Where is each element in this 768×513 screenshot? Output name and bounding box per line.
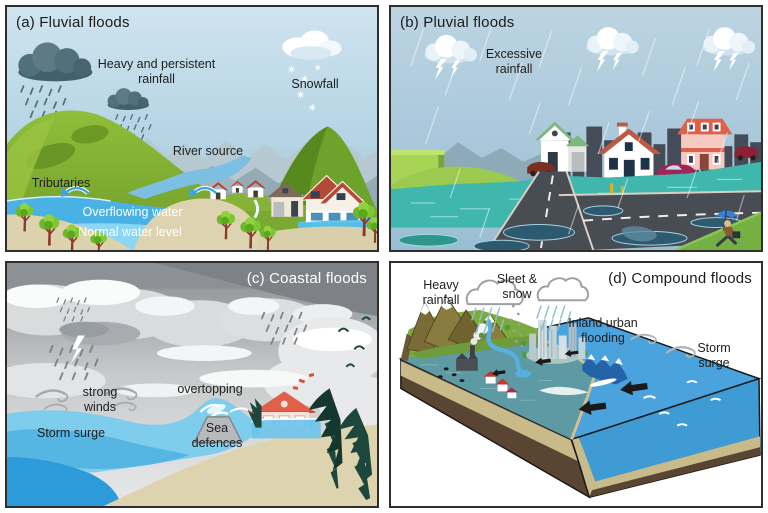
label-river-source: River source — [172, 144, 244, 158]
label-overflowing-water: Overflowing water — [82, 205, 183, 219]
water-spout — [253, 199, 260, 219]
label-inland-urban-flooding: Inland urban flooding — [568, 316, 638, 345]
flood-over-house — [251, 418, 321, 439]
house-icon — [596, 122, 662, 180]
large-house — [299, 174, 368, 223]
label-tributaries: Tributaries — [31, 176, 91, 190]
panel-title-compound: (d) Compound floods — [608, 270, 752, 287]
compound-illustration — [391, 263, 761, 506]
bent-conifer-icon — [247, 388, 373, 501]
rain-streak-icon — [410, 23, 750, 238]
cow-icon — [437, 367, 465, 383]
panel-title-coastal: (c) Coastal floods — [246, 270, 367, 287]
ocean-crests — [539, 380, 722, 427]
splash — [229, 407, 249, 413]
beach-sand — [103, 424, 377, 506]
mid-house — [267, 182, 304, 217]
river — [127, 155, 252, 200]
sky-dark-corner — [155, 263, 377, 316]
bird-icon — [337, 316, 371, 368]
outlined-cloud-icon — [465, 277, 590, 306]
label-heavy-rainfall: Heavy rainfall — [422, 278, 460, 307]
coastal-illustration — [7, 263, 377, 506]
panel-compound-floods: (d) Compound floods Heavy rainfall Sleet… — [389, 261, 763, 508]
sand-right — [258, 226, 377, 250]
label-sea-defences: Sea defences — [191, 421, 243, 450]
label-storm-surge-compound: Storm surge — [697, 341, 731, 370]
sleet-icon — [509, 304, 524, 348]
label-overtopping: overtopping — [177, 382, 243, 396]
panel-fluvial-floods: (a) Fluvial floods Heavy and persistent … — [5, 5, 379, 252]
panel-pluvial-floods: (b) Pluvial floods Excessive rainfall — [389, 5, 763, 252]
grass-edge — [674, 211, 761, 250]
pluvial-illustration — [391, 7, 761, 250]
sea-water — [7, 398, 315, 506]
land-mountains — [400, 295, 549, 361]
houses — [535, 118, 733, 180]
lightning-icon — [70, 335, 85, 365]
rain-streak-icon — [471, 305, 572, 335]
label-excessive-rainfall: Excessive rainfall — [485, 47, 543, 76]
bollard — [610, 183, 625, 197]
label-strong-winds: strong winds — [82, 385, 118, 414]
puddles — [398, 205, 743, 250]
house-icon — [677, 118, 733, 170]
panel-title-pluvial: (b) Pluvial floods — [400, 14, 515, 31]
overflow-arrow-icon — [61, 185, 218, 198]
umbrella-person-icon — [713, 208, 741, 247]
panel-title-fluvial: (a) Fluvial floods — [16, 14, 130, 31]
label-heavy-persistent-rainfall: Heavy and persistent rainfall — [97, 57, 216, 86]
village-houses — [483, 370, 519, 399]
river — [485, 318, 532, 378]
label-normal-water-level: Normal water level — [78, 225, 182, 239]
label-sleet-snow: Sleet & snow — [496, 272, 538, 301]
label-storm-surge: Storm surge — [37, 426, 106, 440]
snow-cloud-icon — [282, 30, 342, 60]
fluvial-illustration — [7, 7, 377, 250]
plain-streaks — [420, 364, 553, 401]
label-snowfall: Snowfall — [291, 77, 339, 91]
breaking-waves — [582, 354, 628, 387]
sea-defence-icon — [193, 416, 244, 444]
roof-debris — [292, 372, 315, 390]
sand-mound — [133, 198, 265, 250]
panel-coastal-floods: (c) Coastal floods strong winds overtopp… — [5, 261, 379, 508]
